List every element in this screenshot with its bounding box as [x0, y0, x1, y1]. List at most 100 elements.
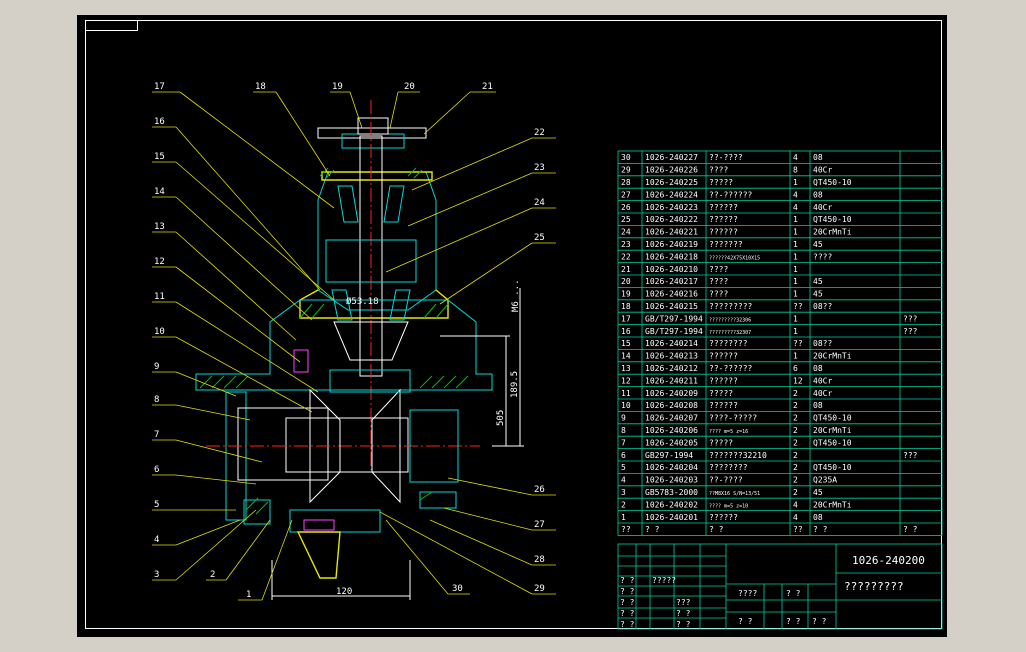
bom-cell-mat: 08 — [813, 513, 823, 522]
bom-cell-code: 1026-240209 — [645, 389, 698, 398]
part-label-12: 12 — [154, 257, 165, 267]
bom-cell-code: 1026-240202 — [645, 500, 698, 509]
bom-cell-mat: Q235A — [813, 476, 837, 485]
bom-cell-qty: 1 — [793, 277, 798, 286]
bom-cell-name: ??????42X75X10X15 — [709, 255, 760, 261]
frame-corner-tag — [85, 20, 138, 31]
bom-cell-name: ????? — [709, 389, 733, 398]
bom-cell-code: 1026-240216 — [645, 290, 698, 299]
bom-cell-code: 1026-240218 — [645, 252, 698, 261]
part-labels: 17 18 19 20 21 16 15 14 13 12 11 10 9 8 … — [154, 82, 545, 600]
bom-cell-mat: QT450-10 — [813, 438, 852, 447]
bom-cell-no: 8 — [621, 426, 626, 435]
tb-cell-11: ? ? — [786, 589, 801, 598]
tb-cell-3: ? ? — [620, 587, 635, 596]
bom-cell-code: 1026-240221 — [645, 228, 698, 237]
bom-cell-mat: ???? — [813, 252, 832, 261]
bom-cell-no: 5 — [621, 463, 626, 472]
bom-cell-no: 18 — [621, 302, 631, 311]
bom-cell-qty: 1 — [793, 314, 798, 323]
leader-lines — [152, 91, 556, 601]
bom-cell-no: 3 — [621, 488, 626, 497]
part-label-24: 24 — [534, 198, 545, 208]
bom-cell-code: 1026-240227 — [645, 153, 698, 162]
bom-cell-no: 20 — [621, 277, 631, 286]
bom-cell-code: 1026-240210 — [645, 265, 698, 274]
bom-cell-mat: 08 — [813, 364, 823, 373]
bom-cell-no: 23 — [621, 240, 631, 249]
bom-cell-no: 28 — [621, 178, 631, 187]
bom-cell-no: 27 — [621, 190, 631, 199]
bom-cell-name: ??????? — [709, 240, 743, 249]
bom-cell-mat: QT450-10 — [813, 178, 852, 187]
bom-cell-name: ?????? — [709, 376, 738, 385]
dimension-height-b: 189.5 — [510, 371, 520, 398]
bom-cell-code: 1026-240219 — [645, 240, 698, 249]
bom-cell-qty: ?? — [793, 302, 803, 311]
bom-cell-qty: 1 — [793, 265, 798, 274]
bom-cell-code: 1026-240208 — [645, 401, 698, 410]
bom-cell-qty: 4 — [793, 500, 798, 509]
part-label-2: 2 — [210, 570, 215, 580]
bom-cell-qty: 4 — [793, 203, 798, 212]
bom-cell-mat: 40Cr — [813, 166, 832, 175]
bom-cell-no: 4 — [621, 476, 626, 485]
bom-cell-no: 26 — [621, 203, 631, 212]
bom-cell-name: ????-????? — [709, 414, 757, 423]
drawing-number: 1026-240200 — [852, 554, 925, 567]
part-label-30: 30 — [452, 584, 463, 594]
bom-cell-no: 12 — [621, 376, 631, 385]
bom-cell-name: ?????? — [709, 352, 738, 361]
shaft-tag: Ø53.18 — [346, 296, 379, 307]
bom-cell-code: 1026-240203 — [645, 476, 698, 485]
bom-cell-name: ?????? — [709, 401, 738, 410]
bom-cell-code: 1026-240224 — [645, 190, 698, 199]
bom-cell-code: 1026-240225 — [645, 178, 698, 187]
bom-cell-code: 1026-240212 — [645, 364, 698, 373]
part-label-8: 8 — [154, 395, 159, 405]
bom-cell-name: ??M8X16 S/N=13/51 — [709, 491, 760, 497]
bom-cell-name: ???????? — [709, 463, 748, 472]
bom-cell-mat: 08 — [813, 190, 823, 199]
part-label-4: 4 — [154, 535, 159, 545]
bom-cell-mat: 20CrMnTi — [813, 500, 852, 509]
bom-cell-name: ???????? — [709, 339, 748, 348]
bom-cell-name: ???? m=5 z=16 — [709, 429, 748, 435]
drawing-canvas — [77, 15, 947, 637]
bom-cell-name: ?????????32307 — [709, 330, 751, 336]
drawing-name: ????????? — [844, 580, 904, 593]
bom-cell-mat: QT450-10 — [813, 463, 852, 472]
part-label-13: 13 — [154, 222, 165, 232]
bom-cell-mat: 40Cr — [813, 389, 832, 398]
dimension-height-a: 505 — [496, 410, 506, 426]
bom-cell-code: 1026-240207 — [645, 414, 698, 423]
bom-cell-code: 1026-240213 — [645, 352, 698, 361]
part-label-19: 19 — [332, 82, 343, 92]
bom-header-mat: ? ? — [813, 525, 828, 534]
bom-cell-no: 30 — [621, 153, 631, 162]
bom-cell-qty: 2 — [793, 414, 798, 423]
bom-cell-no: 24 — [621, 228, 631, 237]
bom-header-code: ? ? — [645, 525, 660, 534]
bom-cell-qty: 1 — [793, 240, 798, 249]
bom-cell-qty: 1 — [793, 228, 798, 237]
bom-cell-no: 15 — [621, 339, 631, 348]
part-label-20: 20 — [404, 82, 415, 92]
bom-cell-name: ???? — [709, 277, 728, 286]
bom-cell-code: GB/T297-1994 — [645, 327, 703, 336]
bom-cell-no: 29 — [621, 166, 631, 175]
bom-cell-mat: 20CrMnTi — [813, 352, 852, 361]
bom-header-qty: ?? — [793, 525, 803, 534]
part-label-17: 17 — [154, 82, 165, 92]
bom-cell-no: 11 — [621, 389, 631, 398]
bom-cell-qty: 12 — [793, 376, 803, 385]
tb-cell-7: ? ? — [676, 609, 691, 618]
part-label-26: 26 — [534, 485, 545, 495]
bom-cell-code: 1026-240214 — [645, 339, 698, 348]
bom-cell-qty: 2 — [793, 451, 798, 460]
bom-cell-code: 1026-240204 — [645, 463, 698, 472]
bom-cell-mat: 08 — [813, 153, 823, 162]
bom-cell-name: ?????????32306 — [709, 317, 751, 323]
bom-cell-qty: 2 — [793, 438, 798, 447]
dimension-width: 120 — [336, 587, 352, 597]
